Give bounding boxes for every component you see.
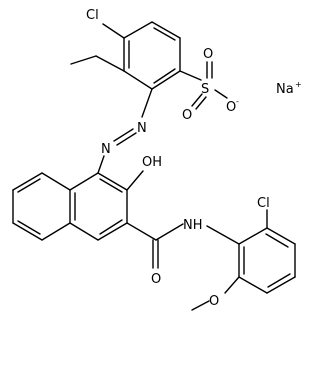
aniline-ring [238, 227, 296, 294]
sulfonyl-oxygen-left-label: O [182, 108, 192, 123]
sulfonate-oxygen-label: O [226, 100, 236, 115]
ethyl-group [70, 55, 125, 72]
cl-top-label: Cl [86, 8, 99, 23]
naphthalene-right-ring [69, 172, 128, 241]
sodium-label: Na [276, 82, 294, 97]
sodium-positive-charge: + [295, 80, 302, 89]
methoxy-group: O [191, 276, 240, 311]
cl-top-bond [102, 23, 125, 39]
sulfonate-group: S O O O - [179, 47, 239, 123]
methoxy-oxygen-label: O [209, 294, 219, 309]
amide-oxygen-label: O [151, 272, 161, 287]
azo-linkage: N N [97, 88, 153, 174]
cl-bottom-label: Cl [257, 196, 270, 211]
oxygen-negative-charge: - [236, 97, 239, 106]
hydroxyl-bond [126, 170, 144, 191]
amide-nh-label: NH [183, 218, 203, 233]
top-benzene-ring [123, 21, 181, 90]
sulfonyl-oxygen-top-label: O [203, 47, 213, 62]
sulfur-label: S [201, 82, 209, 97]
naphthalene-left-ring [12, 172, 71, 241]
azo-nitrogen-2-label: N [101, 142, 111, 157]
amide-group: O NH [126, 218, 240, 287]
azo-nitrogen-1-label: N [137, 121, 147, 136]
hydroxyl-label: OH [142, 155, 162, 170]
